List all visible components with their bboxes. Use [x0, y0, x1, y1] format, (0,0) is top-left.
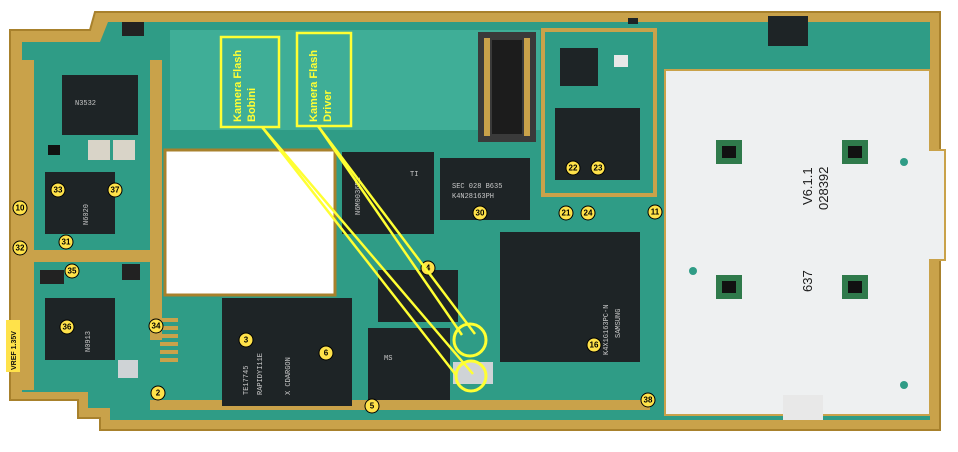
svg-text:35: 35 [68, 267, 77, 276]
test-point-36: 36 [59, 319, 75, 335]
gold-strip-left2 [150, 60, 162, 340]
svg-text:6: 6 [324, 349, 329, 358]
flash-coil-pointer-b [261, 126, 474, 375]
svg-text:37: 37 [111, 186, 120, 195]
sec-code-text: K4N28163PH [452, 193, 494, 201]
svg-text:22: 22 [569, 164, 578, 173]
lower-chip [45, 298, 115, 360]
flash-driver-label-box [295, 31, 353, 128]
flash-driver-highlight [452, 322, 488, 358]
svg-text:11: 11 [651, 208, 660, 217]
test-point-6: 6 [318, 345, 334, 361]
rapid-sub-text: X CDARGON [285, 357, 293, 395]
connector-pins [484, 38, 530, 136]
test-point-31: 31 [58, 234, 74, 250]
test-point-5: 5 [364, 398, 380, 414]
svg-text:30: 30 [476, 209, 485, 218]
svg-text:34: 34 [152, 322, 161, 331]
ti-text: TI [410, 171, 418, 179]
sec-text: SEC 028 B635 [452, 183, 502, 191]
test-point-4: 4 [420, 260, 436, 276]
svg-text:23: 23 [594, 164, 603, 173]
board-code: 637 [800, 270, 815, 292]
ms-chip [368, 328, 450, 400]
svg-text:16: 16 [590, 341, 599, 350]
test-point-23: 23 [590, 160, 606, 176]
svg-text:4: 4 [426, 264, 431, 273]
svg-text:21: 21 [562, 209, 571, 218]
test-point-11: 11 [647, 204, 663, 220]
board-serial: 028392 [816, 167, 831, 210]
left-chip-text: N3532 [75, 100, 96, 108]
test-point-33: 33 [50, 182, 66, 198]
gold-strip-bottom [150, 400, 650, 410]
test-point-35: 35 [64, 263, 80, 279]
display-shield [664, 69, 946, 416]
test-point-37: 37 [107, 182, 123, 198]
svg-text:3: 3 [244, 336, 249, 345]
flash-coil-pointer [261, 126, 457, 376]
rapid-code-text: TE17745 [243, 366, 251, 395]
flash-coil-label-box [219, 35, 281, 129]
flash-driver-pointer [316, 125, 464, 336]
test-point-22: 22 [565, 160, 581, 176]
test-point-2: 2 [150, 385, 166, 401]
svg-text:2: 2 [156, 389, 161, 398]
samsung-text: SAMSUNG [615, 309, 623, 338]
ms-text: MS [384, 355, 392, 363]
samsung-code-text: K4X1G163PC-N [603, 305, 611, 355]
flash-coil-highlight [454, 359, 488, 393]
flash-driver-label: Kamera Flash Driver [308, 47, 334, 122]
board-version: V6.1.1 [800, 167, 815, 205]
svg-text:24: 24 [584, 209, 593, 218]
svg-text:38: 38 [644, 396, 653, 405]
svg-text:32: 32 [16, 244, 25, 253]
svg-text:5: 5 [370, 402, 375, 411]
chip-top-right-small [560, 48, 598, 86]
test-point-3: 3 [238, 332, 254, 348]
left-chip-top [62, 75, 138, 135]
samsung-chip [500, 232, 640, 362]
lower-chip-text: N0913 [85, 331, 93, 352]
board-cutout [163, 148, 337, 297]
rapid-text: RAPIDYI11E [257, 353, 265, 395]
voltage-label-box [6, 320, 20, 372]
test-point-16: 16 [586, 337, 602, 353]
test-point-21: 21 [558, 205, 574, 221]
top-right-frame [541, 28, 657, 197]
test-point-10: 10 [12, 200, 28, 216]
contact-fingers [160, 318, 178, 362]
test-point-34: 34 [148, 318, 164, 334]
test-point-32: 32 [12, 240, 28, 256]
smd-components [40, 16, 823, 420]
flash-driver-pointer-b [317, 125, 476, 335]
pmu-chip [45, 172, 115, 234]
gold-strip-mid [30, 250, 160, 262]
svg-text:36: 36 [63, 323, 72, 332]
svg-text:33: 33 [54, 186, 63, 195]
gold-strip-left [22, 60, 34, 390]
svg-text:31: 31 [62, 238, 71, 247]
flash-coil-label: Kamera Flash Bobini [232, 47, 258, 122]
svg-text:10: 10 [16, 204, 25, 213]
voltage-label: VREF 1.35V [11, 331, 18, 370]
test-point-24: 24 [580, 205, 596, 221]
ti-code-text: N6M0036E1 [355, 177, 363, 215]
pmu-chip-text: N6020 [83, 204, 91, 225]
test-point-30: 30 [472, 205, 488, 221]
test-point-markers: 2 3 4 5 6 10 11 16 21 22 23 24 30 31 32 … [12, 160, 663, 414]
test-point-38: 38 [640, 392, 656, 408]
